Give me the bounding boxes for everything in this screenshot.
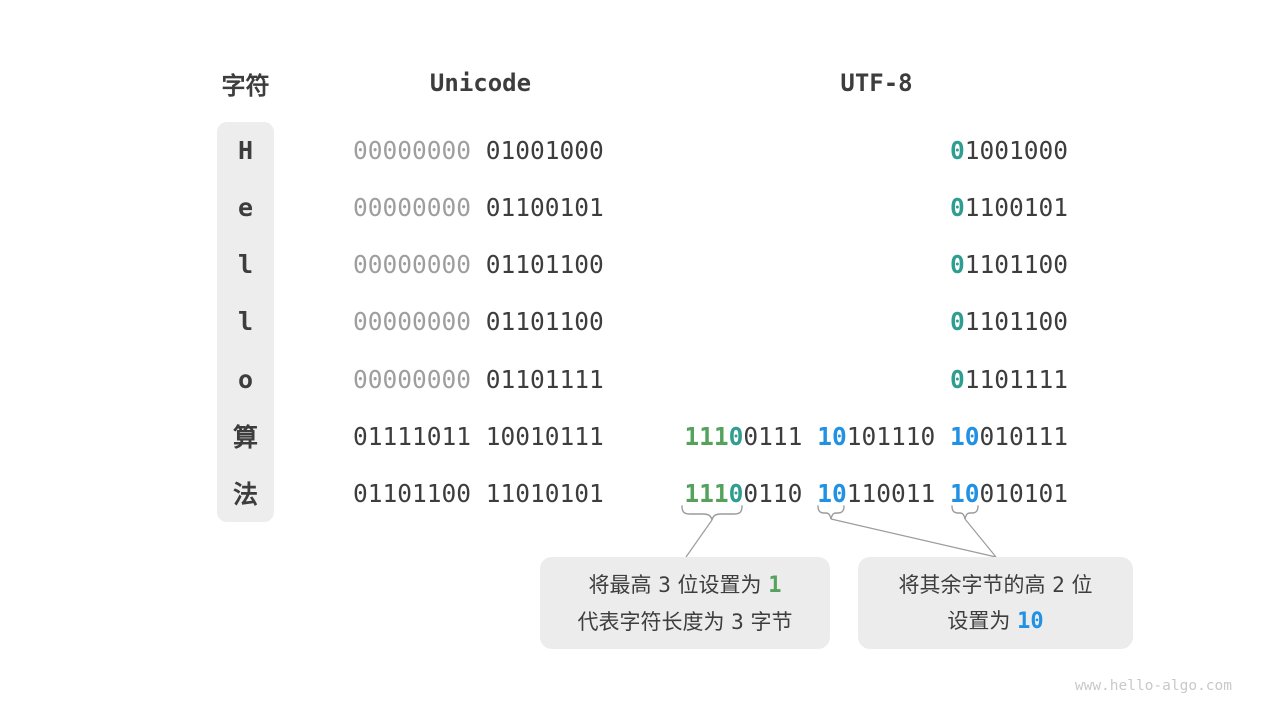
- token: 00000000: [353, 364, 486, 394]
- token: 0110: [743, 478, 818, 508]
- token: 10: [949, 478, 980, 508]
- token: 代表字符长度为: [577, 609, 732, 634]
- column-header-unicode: Unicode: [429, 69, 532, 97]
- token: 010111: [979, 421, 1068, 451]
- token: 10: [949, 421, 980, 451]
- unicode-binary-cell: 00000000 01101111: [353, 351, 604, 408]
- token: 101110: [846, 421, 950, 451]
- token: 0: [949, 307, 965, 337]
- callout-line: 将其余字节的高 2 位: [898, 567, 1092, 603]
- token: 位: [1064, 572, 1093, 597]
- token: 0: [949, 193, 965, 223]
- column-header-character: 字符: [221, 71, 270, 100]
- unicode-binary-cell: 00000000 01100101: [353, 179, 604, 236]
- token: 00000000: [353, 136, 486, 165]
- token: 01100101: [485, 193, 604, 223]
- column-header-utf8: UTF-8: [840, 69, 913, 97]
- unicode-binary-cell: 01101100 11010101: [353, 465, 604, 522]
- token: 01101100: [485, 307, 604, 337]
- token: 010101: [979, 478, 1068, 508]
- character-cell: 法: [232, 480, 258, 510]
- unicode-binary-cell: 00000000 01101100: [353, 236, 604, 293]
- token: 1101100: [964, 307, 1068, 337]
- watermark: www.hello-algo.com: [1074, 678, 1232, 694]
- token: 2: [1052, 572, 1065, 597]
- connector-continuation-2: [830, 518, 997, 558]
- token: 0: [949, 364, 965, 394]
- token: 位设置为: [670, 572, 769, 597]
- character-cell: l: [237, 250, 254, 280]
- token: 设置为: [947, 608, 1018, 633]
- callout-line: 设置为 10: [947, 603, 1043, 640]
- token: 10: [817, 478, 847, 508]
- character-cell: o: [237, 364, 254, 394]
- unicode-binary-cell: 00000000 01001000: [353, 122, 604, 179]
- callout-leading-byte-rule: 将最高 3 位设置为 1 代表字符长度为 3 字节: [540, 557, 830, 649]
- callout-line: 将最高 3 位设置为 1: [589, 567, 782, 604]
- token: 将最高: [588, 572, 659, 597]
- character-cell: 算: [232, 423, 258, 453]
- token: 字节: [743, 609, 793, 634]
- character-cell: e: [237, 193, 254, 223]
- token: 01001000: [485, 136, 604, 165]
- token: 00000000: [353, 307, 486, 337]
- token: 1101100: [964, 250, 1068, 280]
- token: 01101100: [485, 250, 604, 280]
- connector-leading-bits: [685, 519, 713, 558]
- token: 00000000: [353, 250, 486, 280]
- token: 0: [949, 250, 965, 280]
- callout-line: 代表字符长度为 3 字节: [577, 604, 792, 640]
- token: 3: [731, 609, 744, 634]
- unicode-binary-cell: 00000000 01101100: [353, 293, 604, 350]
- character-cell: H: [237, 136, 254, 165]
- callout-continuation-byte-rule: 将其余字节的高 2 位 设置为 10: [858, 557, 1133, 649]
- token: 3: [658, 572, 671, 597]
- unicode-binary-cell: 01111011 10010111: [353, 408, 604, 465]
- token: 01111011 10010111: [353, 421, 604, 451]
- connector-continuation-3: [964, 518, 997, 558]
- token: 将其余字节的高: [898, 572, 1053, 597]
- token: 1101111: [964, 364, 1068, 394]
- token: 0: [728, 421, 744, 451]
- token: 01101111: [485, 364, 604, 394]
- token: 110011: [846, 478, 950, 508]
- token: 01101100 11010101: [353, 478, 604, 508]
- character-cell: l: [237, 307, 254, 337]
- token: 0: [728, 478, 744, 508]
- token: 10: [817, 421, 847, 451]
- token: 00000000: [353, 193, 486, 223]
- token: 1001000: [964, 136, 1068, 165]
- token: 111: [684, 478, 729, 508]
- token: 10: [1017, 608, 1044, 634]
- token: 0111: [743, 421, 818, 451]
- character-column-background: [217, 122, 274, 522]
- token: 1100101: [964, 193, 1068, 223]
- token: 111: [684, 421, 729, 451]
- token: 0: [949, 136, 965, 165]
- token: 1: [768, 572, 782, 598]
